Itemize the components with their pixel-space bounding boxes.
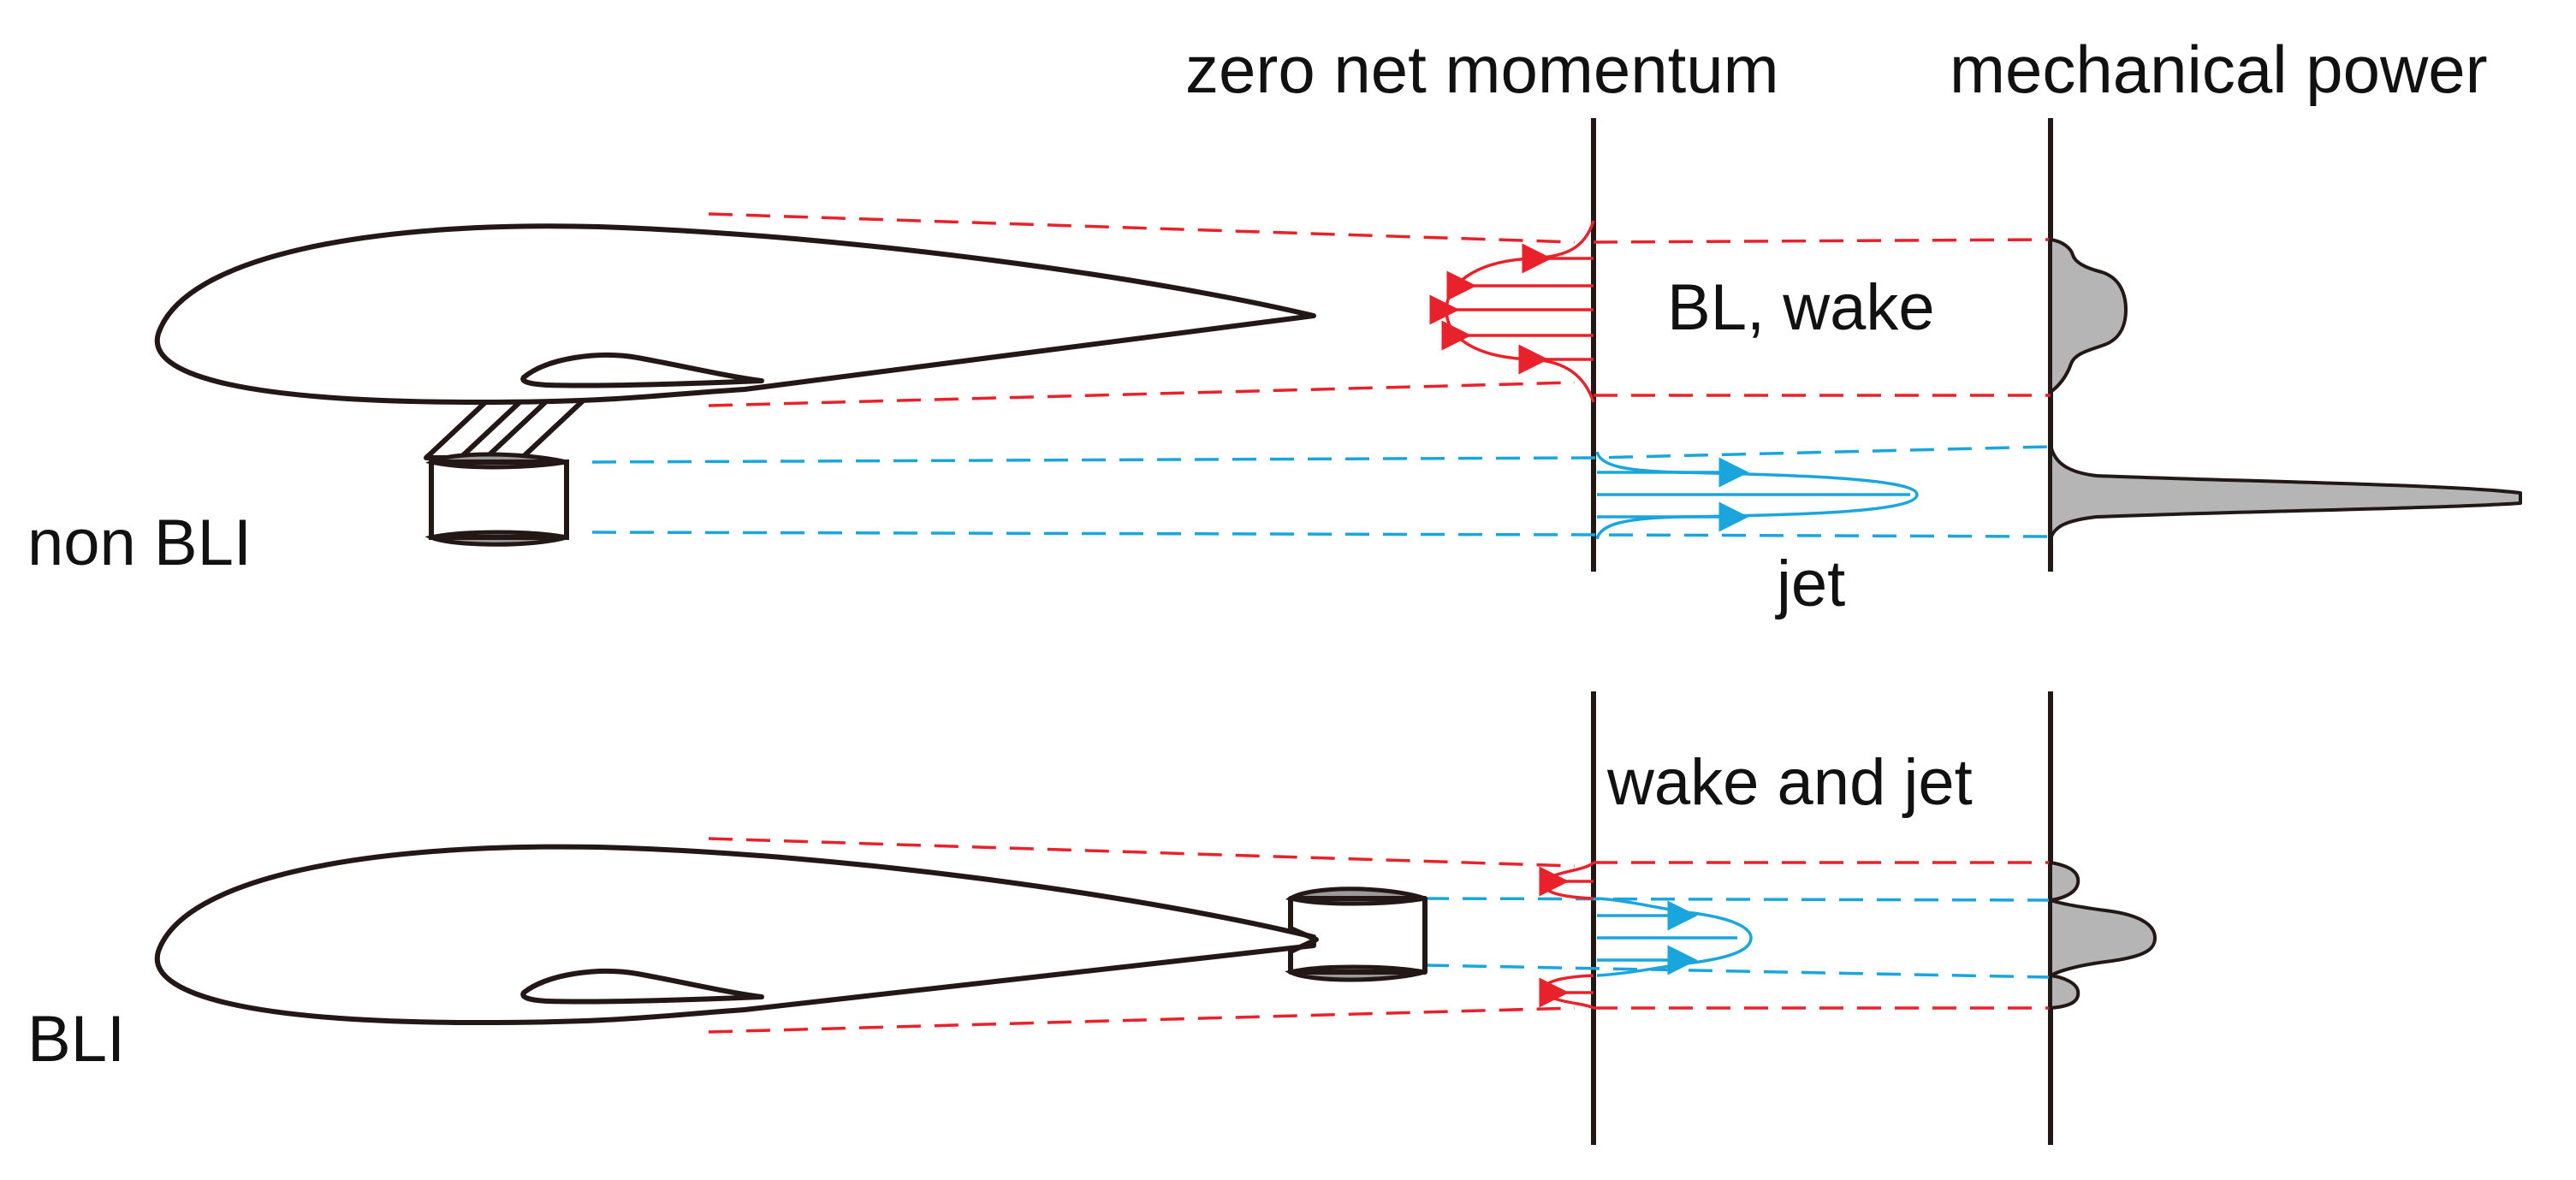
bli-jet-streamline-upper	[1424, 897, 2051, 902]
jet-streamline-lower	[591, 531, 2051, 538]
bli-power-lobe-lower	[2049, 974, 2080, 1010]
jet-streamline-upper	[591, 445, 2051, 464]
label-mechanical-power: mechanical power	[1950, 32, 2488, 107]
power-distribution-wake	[2049, 238, 2128, 394]
bli-jet-streamline-lower	[1424, 964, 2051, 979]
wake-streamline-upper	[708, 212, 2051, 244]
power-distribution-jet	[2049, 443, 2522, 541]
label-bli: BLI	[27, 1003, 125, 1076]
wake-velocity-profile	[1429, 220, 1595, 403]
non-bli-configuration	[154, 212, 2522, 547]
label-zero-net-momentum: zero net momentum	[1185, 32, 1779, 107]
bli-wake-streamline-lower	[708, 1006, 2051, 1034]
label-bl-wake: BL, wake	[1667, 271, 1935, 344]
engine-nacelle-bli	[1285, 886, 1427, 982]
bli-jet-profile-curve	[1596, 897, 1753, 977]
bli-power-lobe-center	[2049, 898, 2157, 977]
wing-bli	[520, 968, 764, 1005]
bli-configuration	[154, 837, 2157, 1034]
wake-streamline-lower	[708, 381, 2051, 407]
label-jet: jet	[1775, 548, 1845, 620]
wake-profile-curve	[1445, 220, 1595, 403]
label-non-bli: non BLI	[27, 507, 252, 579]
bli-wake-streamline-upper	[708, 837, 2051, 868]
wing-non-bli	[520, 352, 764, 388]
bli-power-lobe-upper	[2049, 861, 2080, 902]
jet-velocity-profile	[1595, 451, 1919, 540]
fuselage-non-bli	[154, 223, 1316, 405]
fuselage-bli	[154, 844, 1316, 1025]
label-wake-and-jet: wake and jet	[1606, 746, 1973, 819]
engine-nacelle-non-bli	[424, 452, 569, 547]
